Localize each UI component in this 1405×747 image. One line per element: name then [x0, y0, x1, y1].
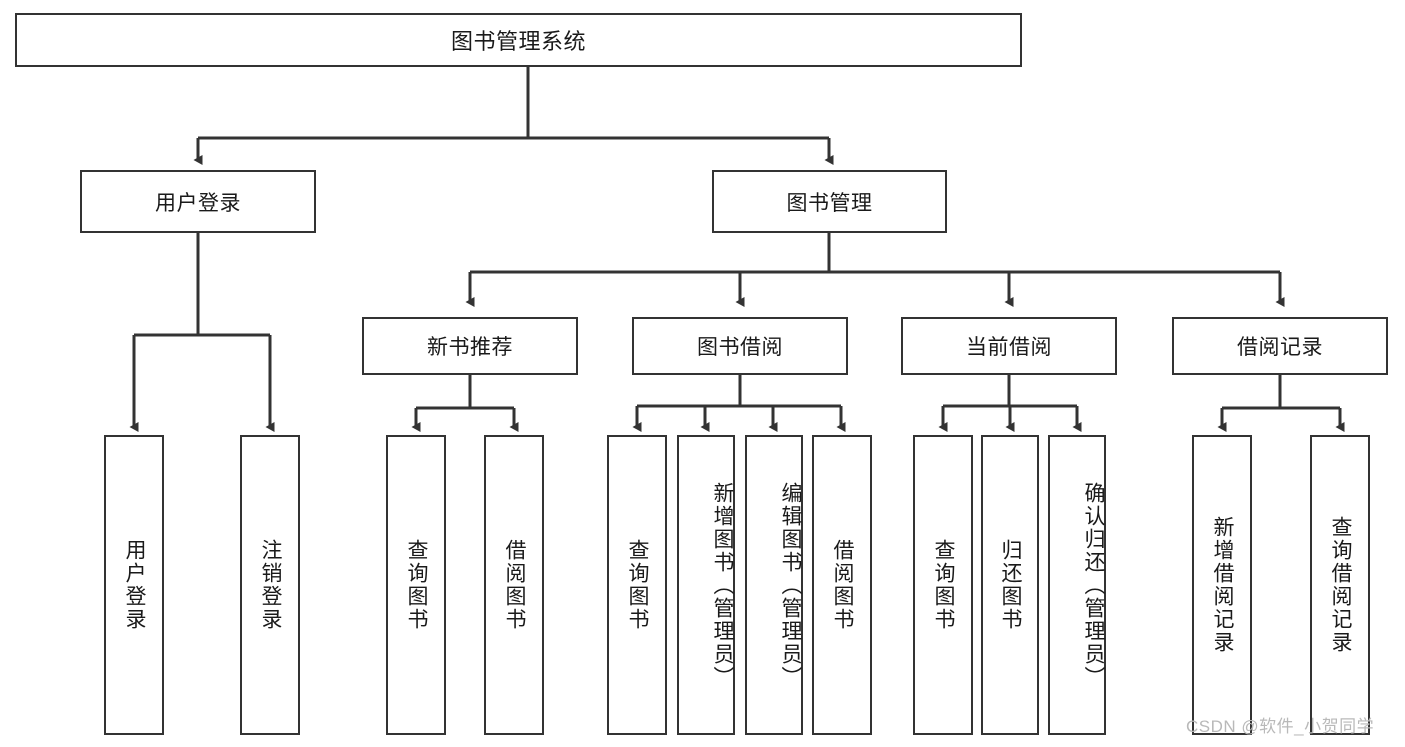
node-label: 图书管理 — [786, 191, 873, 215]
node-current-borrow[interactable]: 当前借阅 — [901, 317, 1117, 375]
node-root-system[interactable]: 图书管理系统 — [15, 13, 1022, 67]
node-book-management[interactable]: 图书管理 — [712, 170, 947, 233]
leaf-confirm-return-admin[interactable]: 确认归还（管理员） — [1048, 435, 1106, 735]
node-label: 图书借阅 — [697, 336, 783, 359]
node-label: 查询图书 — [626, 539, 650, 631]
node-label: 借阅图书 — [831, 539, 855, 631]
leaf-logout-login[interactable]: 注销登录 — [240, 435, 300, 735]
node-label: 当前借阅 — [966, 336, 1052, 359]
node-book-borrow[interactable]: 图书借阅 — [632, 317, 848, 375]
node-label: 图书管理系统 — [450, 29, 586, 54]
leaf-add-borrow-record[interactable]: 新增借阅记录 — [1192, 435, 1252, 735]
leaf-borrow-book[interactable]: 借阅图书 — [812, 435, 872, 735]
leaf-borrow-book-recommend[interactable]: 借阅图书 — [484, 435, 544, 735]
node-label: 新增图书（管理员） — [711, 481, 734, 689]
leaf-return-book[interactable]: 归还图书 — [981, 435, 1039, 735]
leaf-query-book-current[interactable]: 查询图书 — [913, 435, 973, 735]
node-label: 用户登录 — [123, 539, 147, 631]
node-label: 注销登录 — [259, 539, 283, 631]
node-label: 借阅图书 — [503, 539, 527, 631]
leaf-query-book-borrow[interactable]: 查询图书 — [607, 435, 667, 735]
node-label: 查询图书 — [932, 539, 956, 631]
leaf-add-book-admin[interactable]: 新增图书（管理员） — [677, 435, 735, 735]
node-label: 编辑图书（管理员） — [779, 481, 802, 689]
node-new-book-recommend[interactable]: 新书推荐 — [362, 317, 578, 375]
node-borrow-record[interactable]: 借阅记录 — [1172, 317, 1388, 375]
node-label: 借阅记录 — [1237, 336, 1323, 359]
leaf-query-book-recommend[interactable]: 查询图书 — [386, 435, 446, 735]
node-label: 查询借阅记录 — [1329, 516, 1353, 654]
leaf-edit-book-admin[interactable]: 编辑图书（管理员） — [745, 435, 803, 735]
watermark-text: CSDN @软件_小贺同学 — [1186, 717, 1375, 736]
leaf-user-login[interactable]: 用户登录 — [104, 435, 164, 735]
node-label: 查询图书 — [405, 539, 429, 631]
node-label: 确认归还（管理员） — [1082, 481, 1105, 689]
node-user-login[interactable]: 用户登录 — [80, 170, 316, 233]
leaf-query-borrow-record[interactable]: 查询借阅记录 — [1310, 435, 1370, 735]
node-label: 归还图书 — [999, 539, 1023, 631]
node-label: 新增借阅记录 — [1211, 516, 1235, 654]
node-label: 新书推荐 — [427, 336, 513, 359]
node-label: 用户登录 — [155, 191, 241, 215]
